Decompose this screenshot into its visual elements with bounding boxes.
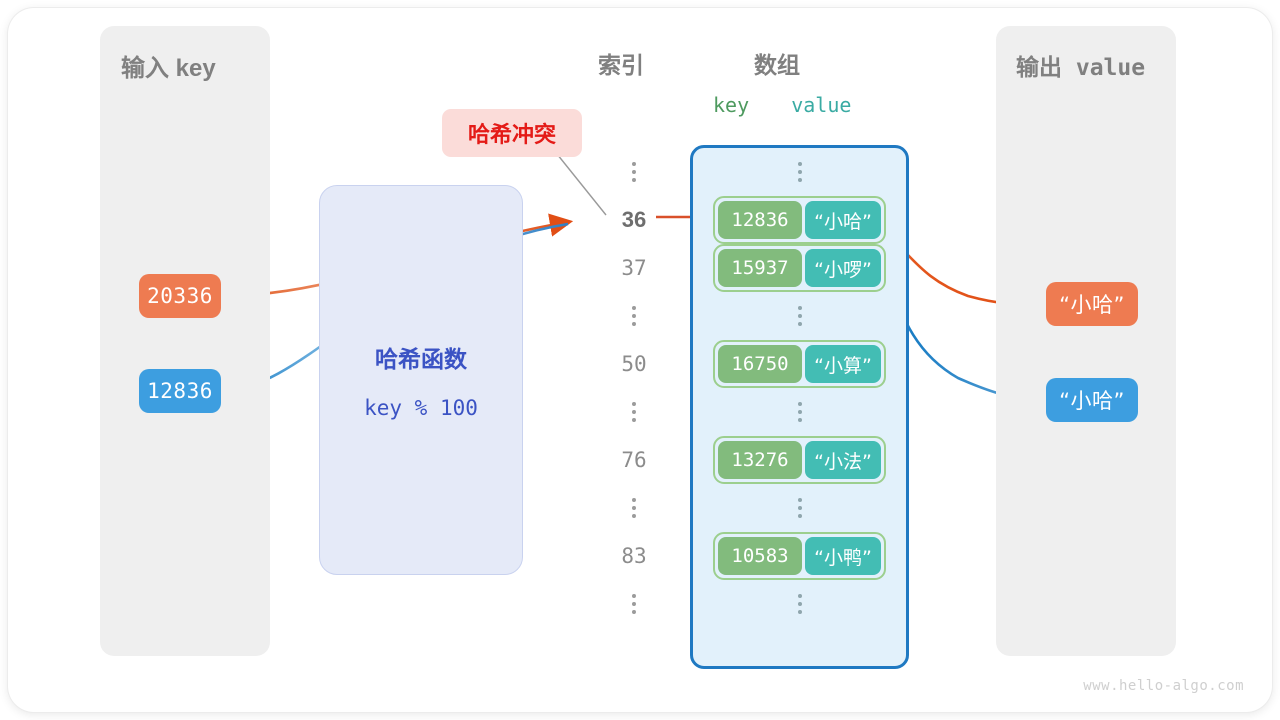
array-row: 10583“小鸭” [693, 532, 906, 580]
hash-function-box[interactable]: 哈希函数 key % 100 [319, 185, 523, 575]
entry-value: “小啰” [805, 249, 881, 287]
output-panel [996, 26, 1176, 656]
array-row-dots [693, 292, 906, 340]
bucket-entry[interactable]: 10583“小鸭” [713, 532, 886, 580]
key-value-header: key value [713, 93, 851, 117]
index-label-36: 36 [621, 207, 647, 232]
vertical-dots [632, 594, 636, 614]
array-container: 12836“小哈”15937“小啰”16750“小算”13276“小法”1058… [690, 145, 909, 669]
index-dots [606, 580, 662, 628]
hash-function-expression: key % 100 [364, 396, 478, 420]
index-label-83: 83 [621, 544, 647, 568]
watermark: www.hello-algo.com [1083, 678, 1244, 694]
vertical-dots [797, 306, 802, 326]
index-dots [606, 292, 662, 340]
input-key-1[interactable]: 12836 [139, 369, 221, 413]
output-panel-title: 输出 value [1016, 55, 1146, 81]
output-value-0[interactable]: “小哈” [1046, 282, 1138, 326]
array-row: 13276“小法” [693, 436, 906, 484]
array-row: 12836“小哈” [693, 196, 906, 244]
bucket-entry[interactable]: 12836“小哈” [713, 196, 886, 244]
vertical-dots [797, 402, 802, 422]
array-row: 16750“小算” [693, 340, 906, 388]
index-label-37: 37 [621, 256, 647, 280]
entry-key: 16750 [718, 345, 802, 383]
entry-value: “小鸭” [805, 537, 881, 575]
value-header-label: value [791, 93, 852, 117]
vertical-dots [797, 594, 802, 614]
index-column: 36 37 50 76 83 [606, 148, 662, 628]
input-key-0[interactable]: 20336 [139, 274, 221, 318]
array-column-header: 数组 [754, 52, 800, 78]
collision-leader-line [552, 148, 607, 216]
array-rows: 12836“小哈”15937“小啰”16750“小算”13276“小法”1058… [693, 148, 906, 628]
array-row-dots [693, 580, 906, 628]
collision-callout: 哈希冲突 [442, 109, 582, 157]
bucket-entry[interactable]: 13276“小法” [713, 436, 886, 484]
entry-value: “小哈” [805, 201, 881, 239]
vertical-dots [632, 306, 636, 326]
index-dots [606, 148, 662, 196]
vertical-dots [632, 402, 636, 422]
index-label-50: 50 [621, 352, 647, 376]
vertical-dots [797, 498, 802, 518]
entry-value: “小算” [805, 345, 881, 383]
index-dots [606, 388, 662, 436]
entry-value: “小法” [805, 441, 881, 479]
index-dots [606, 484, 662, 532]
diagram-canvas: 输入 key 20336 12836 哈希函数 key % 100 哈希冲突 索… [8, 8, 1272, 712]
input-panel-title: 输入 key [121, 55, 216, 82]
array-row-dots [693, 388, 906, 436]
index-column-header: 索引 [598, 52, 644, 78]
entry-key: 10583 [718, 537, 802, 575]
input-panel [100, 26, 270, 656]
array-row: 15937“小啰” [693, 244, 906, 292]
output-value-1[interactable]: “小哈” [1046, 378, 1138, 422]
entry-key: 13276 [718, 441, 802, 479]
entry-key: 15937 [718, 249, 802, 287]
vertical-dots [632, 498, 636, 518]
array-row-dots [693, 148, 906, 196]
bucket-entry[interactable]: 15937“小啰” [713, 244, 886, 292]
entry-key: 12836 [718, 201, 802, 239]
index-label-76: 76 [621, 448, 647, 472]
key-header-label: key [713, 93, 750, 117]
array-row-dots [693, 484, 906, 532]
vertical-dots [797, 162, 802, 182]
bucket-entry[interactable]: 16750“小算” [713, 340, 886, 388]
hash-function-name: 哈希函数 [375, 346, 467, 372]
vertical-dots [632, 162, 636, 182]
